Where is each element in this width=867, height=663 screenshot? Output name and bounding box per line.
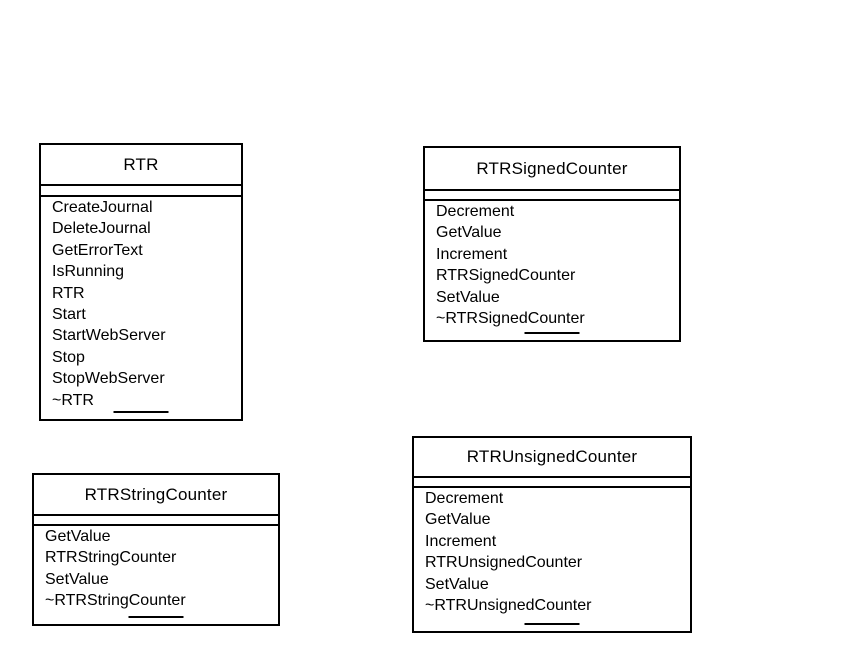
attributes-compartment xyxy=(425,191,679,201)
method-item: StopWebServer xyxy=(52,370,165,388)
method-item: Decrement xyxy=(425,490,504,507)
method-item: ~RTR xyxy=(52,391,94,409)
method-item: ~RTRUnsignedCounter xyxy=(425,596,592,614)
method-item: RTRSignedCounter xyxy=(436,267,576,285)
method-item: RTRStringCounter xyxy=(45,549,177,567)
underline-mark xyxy=(524,623,580,625)
underline-mark xyxy=(128,616,184,618)
class-title: RTRSignedCounter xyxy=(425,148,679,191)
class-title: RTRUnsignedCounter xyxy=(414,438,690,478)
method-item: Decrement xyxy=(436,203,515,220)
method-item: SetValue xyxy=(45,570,109,588)
method-item: Stop xyxy=(52,348,85,366)
method-item: CreateJournal xyxy=(52,199,153,216)
attributes-compartment xyxy=(41,186,241,197)
method-item: GetValue xyxy=(425,511,491,529)
method-item: GetErrorText xyxy=(52,241,143,259)
attributes-compartment xyxy=(34,516,278,526)
method-item: StartWebServer xyxy=(52,327,166,345)
method-item: SetValue xyxy=(425,575,489,593)
underline-mark xyxy=(524,332,580,334)
underline-mark xyxy=(113,411,169,413)
method-item: Start xyxy=(52,305,86,323)
method-item: RTRUnsignedCounter xyxy=(425,554,583,572)
method-item: Increment xyxy=(425,532,497,550)
method-item: ~RTRSignedCounter xyxy=(436,309,585,327)
method-item: DeleteJournal xyxy=(52,220,151,238)
attributes-compartment xyxy=(414,478,690,488)
class-title: RTRStringCounter xyxy=(34,475,278,516)
class-title: RTR xyxy=(41,145,241,186)
method-item: GetValue xyxy=(45,528,111,545)
method-item: ~RTRStringCounter xyxy=(45,592,186,610)
method-item: SetValue xyxy=(436,288,500,306)
method-item: RTR xyxy=(52,284,85,302)
method-item: IsRunning xyxy=(52,263,125,281)
method-item: Increment xyxy=(436,245,508,263)
method-item: GetValue xyxy=(436,224,502,242)
